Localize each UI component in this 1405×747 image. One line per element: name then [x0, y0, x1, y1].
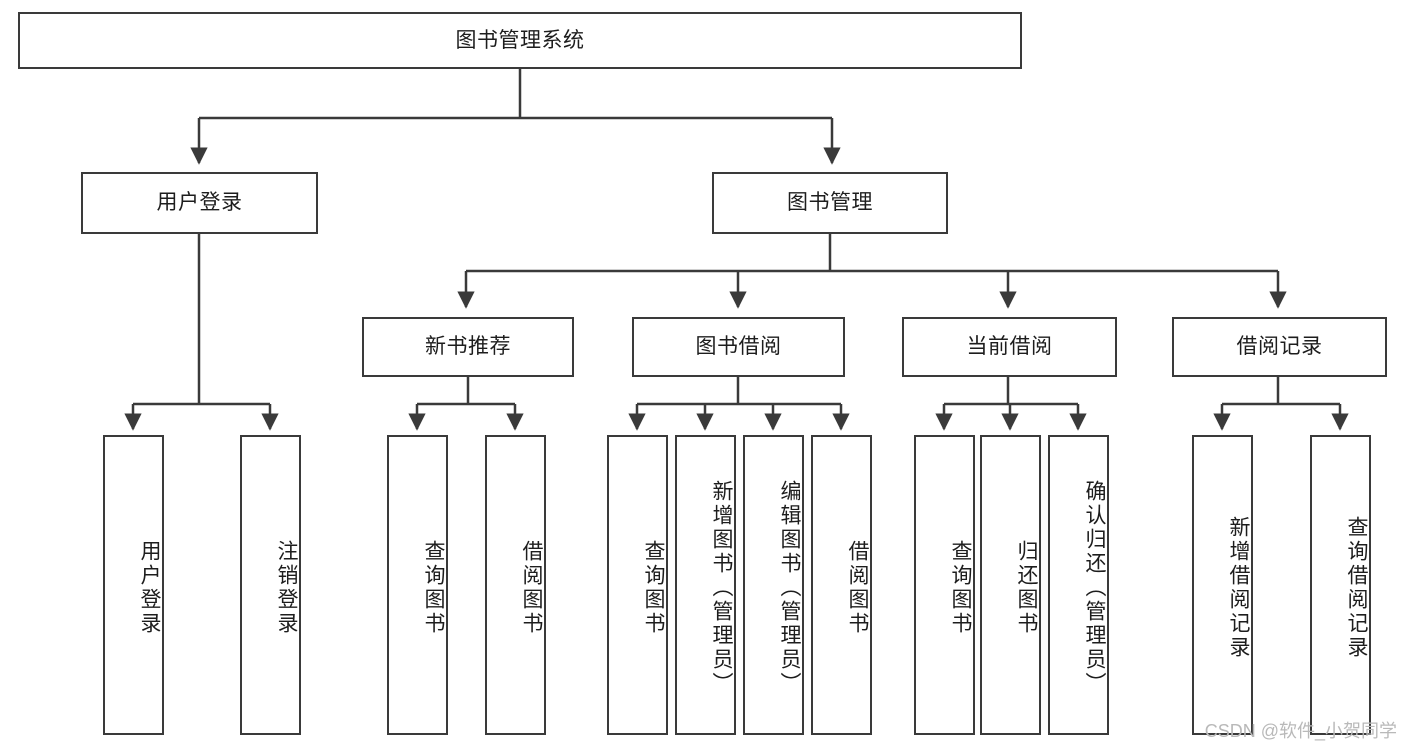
node-label: 借阅图书 — [520, 540, 543, 636]
node-label: 注销登录 — [275, 540, 298, 636]
node-current-borrow[interactable]: 当前借阅 — [902, 317, 1117, 377]
leaf-new-book-query[interactable]: 查询图书 — [387, 435, 448, 735]
node-label: 查询图书 — [642, 540, 665, 636]
node-label: 新增借阅记录 — [1227, 516, 1250, 660]
node-label: 用户登录 — [156, 191, 243, 215]
node-label: 确认归还（管理员） — [1083, 480, 1106, 696]
node-root-system[interactable]: 图书管理系统 — [18, 12, 1022, 69]
leaf-book-borrow-add[interactable]: 新增图书（管理员） — [675, 435, 736, 735]
node-label: 查询图书 — [422, 540, 445, 636]
node-label: 当前借阅 — [966, 335, 1053, 359]
node-book-management[interactable]: 图书管理 — [712, 172, 948, 234]
node-label: 新书推荐 — [425, 335, 511, 359]
leaf-current-borrow-query[interactable]: 查询图书 — [914, 435, 975, 735]
node-new-book-recommend[interactable]: 新书推荐 — [362, 317, 574, 377]
node-label: 图书借阅 — [695, 335, 782, 359]
leaf-user-login-login[interactable]: 用户登录 — [103, 435, 164, 735]
node-label: 借阅记录 — [1236, 335, 1323, 359]
watermark-text: CSDN @软件_小贺同学 — [1204, 721, 1397, 741]
leaf-book-borrow-query[interactable]: 查询图书 — [607, 435, 668, 735]
node-label: 查询借阅记录 — [1345, 516, 1368, 660]
node-label: 编辑图书（管理员） — [778, 480, 801, 696]
leaf-book-borrow-edit[interactable]: 编辑图书（管理员） — [743, 435, 804, 735]
node-book-borrow[interactable]: 图书借阅 — [632, 317, 845, 377]
leaf-borrow-record-query[interactable]: 查询借阅记录 — [1310, 435, 1371, 735]
node-label: 图书管理 — [787, 191, 873, 215]
node-label: 归还图书 — [1015, 540, 1038, 636]
node-label: 新增图书（管理员） — [710, 480, 733, 696]
leaf-book-borrow-borrow[interactable]: 借阅图书 — [811, 435, 872, 735]
node-label: 查询图书 — [949, 540, 972, 636]
leaf-new-book-borrow[interactable]: 借阅图书 — [485, 435, 546, 735]
leaf-user-login-logout[interactable]: 注销登录 — [240, 435, 301, 735]
leaf-current-borrow-return[interactable]: 归还图书 — [980, 435, 1041, 735]
leaf-current-borrow-confirm-return[interactable]: 确认归还（管理员） — [1048, 435, 1109, 735]
node-label: 用户登录 — [138, 540, 161, 636]
node-label: 借阅图书 — [846, 540, 869, 636]
node-user-login[interactable]: 用户登录 — [81, 172, 318, 234]
leaf-borrow-record-add[interactable]: 新增借阅记录 — [1192, 435, 1253, 735]
node-borrow-record[interactable]: 借阅记录 — [1172, 317, 1387, 377]
node-label: 图书管理系统 — [455, 28, 585, 52]
